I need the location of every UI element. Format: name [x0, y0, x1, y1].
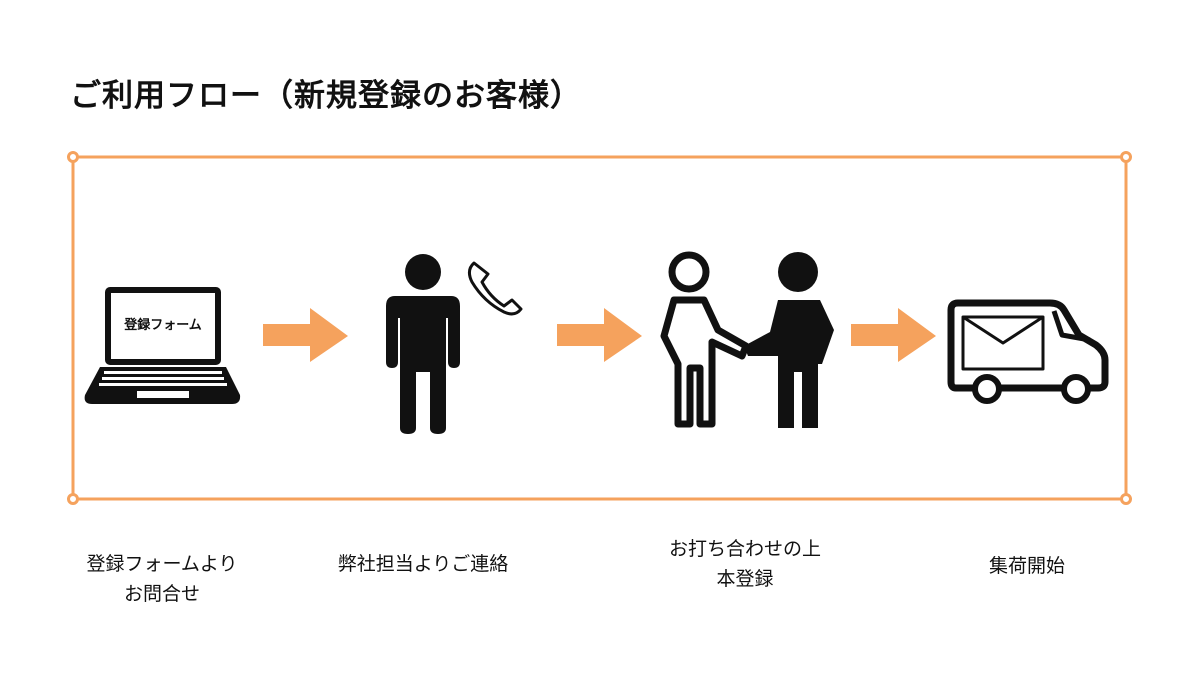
caption-line: 集荷開始: [988, 555, 1065, 577]
step-1-caption: 登録フォームより お問合せ: [32, 549, 292, 609]
flow-frame: [67, 151, 1132, 505]
caption-line: お問合せ: [123, 583, 200, 605]
page-title: ご利用フロー（新規登録のお客様）: [70, 78, 582, 114]
handshake-icon: [660, 251, 834, 428]
caption-line: 弊社担当よりご連絡: [337, 553, 509, 575]
person-phone-icon: [386, 254, 523, 434]
delivery-van-icon: [947, 299, 1109, 404]
arrow-right-icon: [851, 308, 936, 362]
caption-line: お打ち合わせの上: [668, 538, 821, 560]
arrow-right-icon: [557, 308, 642, 362]
caption-line: 本登録: [716, 568, 774, 590]
step-2-caption: 弊社担当よりご連絡: [293, 549, 553, 579]
step-4-caption: 集荷開始: [897, 551, 1157, 581]
laptop-screen-text: 登録フォーム: [124, 318, 202, 333]
arrow-right-icon: [263, 308, 348, 362]
caption-line: 登録フォームより: [86, 553, 238, 575]
step-3-caption: お打ち合わせの上 本登録: [615, 534, 875, 594]
laptop-icon: [84, 287, 241, 404]
